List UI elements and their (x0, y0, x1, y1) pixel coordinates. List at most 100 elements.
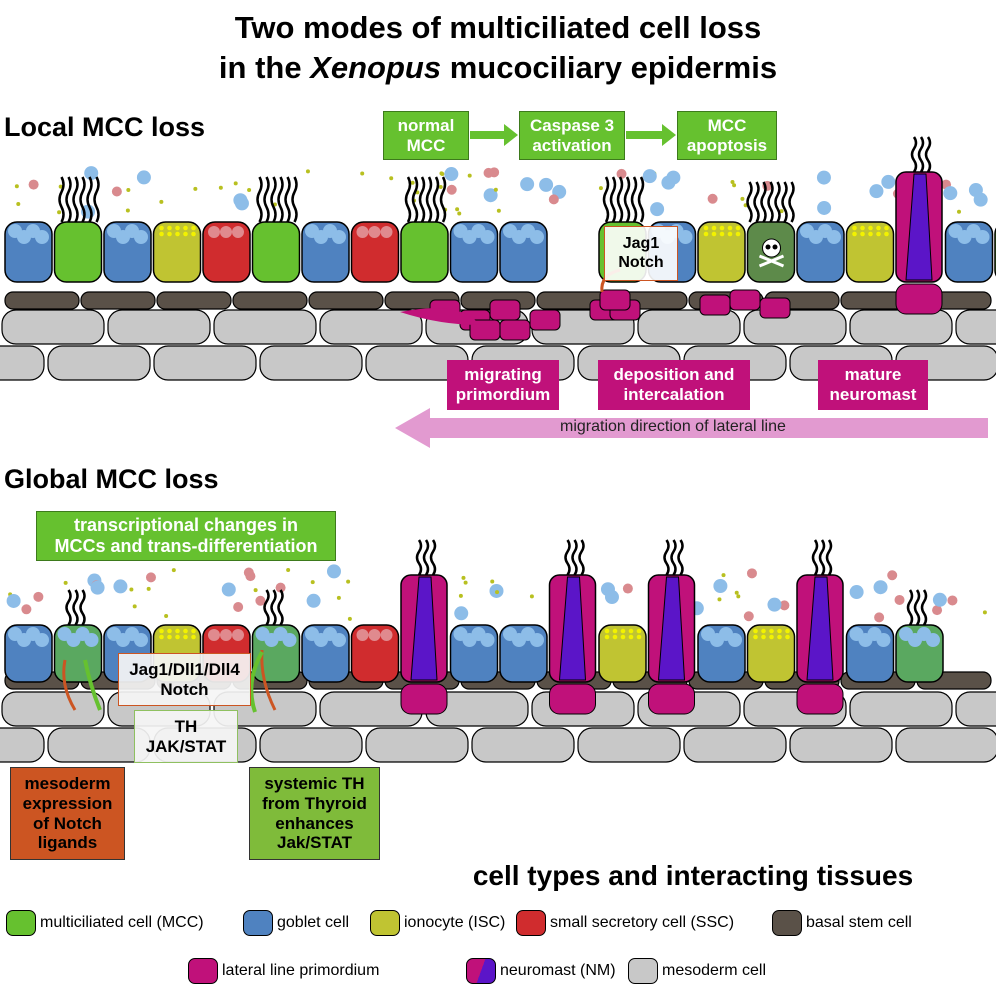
mucus-granule (6, 593, 21, 608)
global-heading: Global MCC loss (4, 464, 219, 494)
cilium (79, 589, 86, 626)
step-arrow-icon (626, 124, 676, 146)
mucus-granule (483, 188, 498, 203)
neuromast-hair-cell (657, 576, 686, 681)
ionocyte-secretion (457, 211, 462, 216)
step-arrow-icon (470, 124, 518, 146)
ionocyte-secretion (63, 580, 68, 585)
ionocyte-granule (884, 231, 889, 237)
ionocyte-granule (167, 225, 172, 231)
legend-item: multiciliated cell (MCC) (6, 910, 204, 936)
cilium (767, 181, 774, 223)
ssc-secretion (874, 612, 885, 623)
ionocyte-cell (598, 624, 647, 683)
ionocyte-granule (860, 231, 865, 237)
cilium (432, 176, 440, 223)
ionocyte-secretion (490, 579, 495, 584)
mucus-granule (816, 170, 831, 185)
ionocyte-granule (868, 231, 873, 237)
mcc-cell (400, 221, 449, 283)
ssc-granule (208, 629, 220, 641)
mesoderm-cell (683, 727, 787, 763)
legend-swatch (466, 958, 496, 984)
notch-arrow-icon (62, 659, 77, 711)
legend-swatch (188, 958, 218, 984)
mucus-granule (881, 174, 896, 189)
mucus-granule (234, 196, 249, 211)
cilium (637, 176, 645, 223)
ssc-granule (208, 226, 220, 238)
primordium-cell (599, 289, 631, 311)
primordium-cell (529, 309, 561, 331)
ssc-granule (356, 226, 369, 238)
ionocyte-granule (604, 634, 610, 640)
ionocyte-granule (852, 225, 857, 231)
ionocyte-granule (761, 628, 766, 634)
neuromast-support (796, 683, 844, 715)
cilium (781, 181, 788, 223)
legend-item: ionocyte (ISC) (370, 910, 505, 936)
ionocyte-secretion (126, 187, 131, 192)
neuromast-support (549, 683, 596, 715)
legend-item: lateral line primordium (188, 958, 379, 984)
mucus-granule (932, 592, 947, 607)
skull-head (762, 238, 781, 258)
label-deposition: deposition and intercalation (598, 360, 750, 410)
cilium (746, 181, 753, 223)
ionocyte-granule (719, 225, 725, 231)
ionocyte-granule (612, 634, 618, 640)
ionocyte-secretion (467, 173, 472, 178)
mucus-granule (713, 578, 728, 593)
ionocyte-secretion (305, 169, 310, 174)
ionocyte-granule (636, 628, 642, 634)
ionocyte-secretion (982, 610, 987, 615)
ssc-secretion (28, 179, 39, 190)
ionocyte-secretion (389, 176, 394, 181)
ionocyte-secretion (717, 597, 722, 602)
ionocyte-granule (777, 634, 782, 640)
ionocyte-granule (876, 225, 881, 231)
ionocyte-secretion (956, 209, 961, 214)
mesoderm-cell (365, 727, 469, 763)
ionocyte-granule (753, 628, 758, 634)
ssc-secretion (275, 582, 286, 593)
cilium (920, 589, 928, 626)
primordium-cell (759, 297, 791, 319)
ionocyte-secretion (439, 171, 444, 176)
cilium (616, 176, 624, 223)
legend-label: multiciliated cell (MCC) (40, 914, 204, 931)
ionocyte-granule (868, 225, 873, 231)
basal-stem-cell (232, 291, 308, 310)
ionocyte-granule (167, 634, 172, 640)
ssc-secretion (483, 167, 494, 178)
ssc-secretion (616, 168, 627, 179)
legend-label: ionocyte (ISC) (404, 914, 506, 931)
cilium (72, 176, 79, 223)
ssc-secretion (21, 604, 32, 615)
ionocyte-secretion (730, 180, 735, 185)
cilium (72, 589, 79, 626)
ionocyte-secretion (438, 184, 443, 189)
mucus-granule (943, 186, 958, 201)
legend-label: goblet cell (277, 914, 350, 931)
cilium (86, 176, 93, 223)
ionocyte-secretion (286, 568, 291, 573)
basal-stem-cell (308, 291, 384, 310)
cilium (284, 176, 291, 223)
cilium (630, 176, 638, 223)
title-text: in the (218, 50, 311, 85)
mesoderm-cell (637, 309, 741, 345)
ionocyte-granule (628, 628, 634, 634)
ionocyte-granule (159, 634, 164, 640)
mucus-granule (84, 166, 99, 181)
cilium (58, 176, 65, 223)
ionocyte-granule (191, 225, 196, 231)
cilium (564, 539, 571, 576)
legend-swatch (628, 958, 658, 984)
ionocyte-granule (159, 231, 164, 237)
mcc-cell (251, 221, 301, 283)
basal-stem-cell (156, 291, 232, 310)
ssc-secretion (245, 571, 256, 582)
